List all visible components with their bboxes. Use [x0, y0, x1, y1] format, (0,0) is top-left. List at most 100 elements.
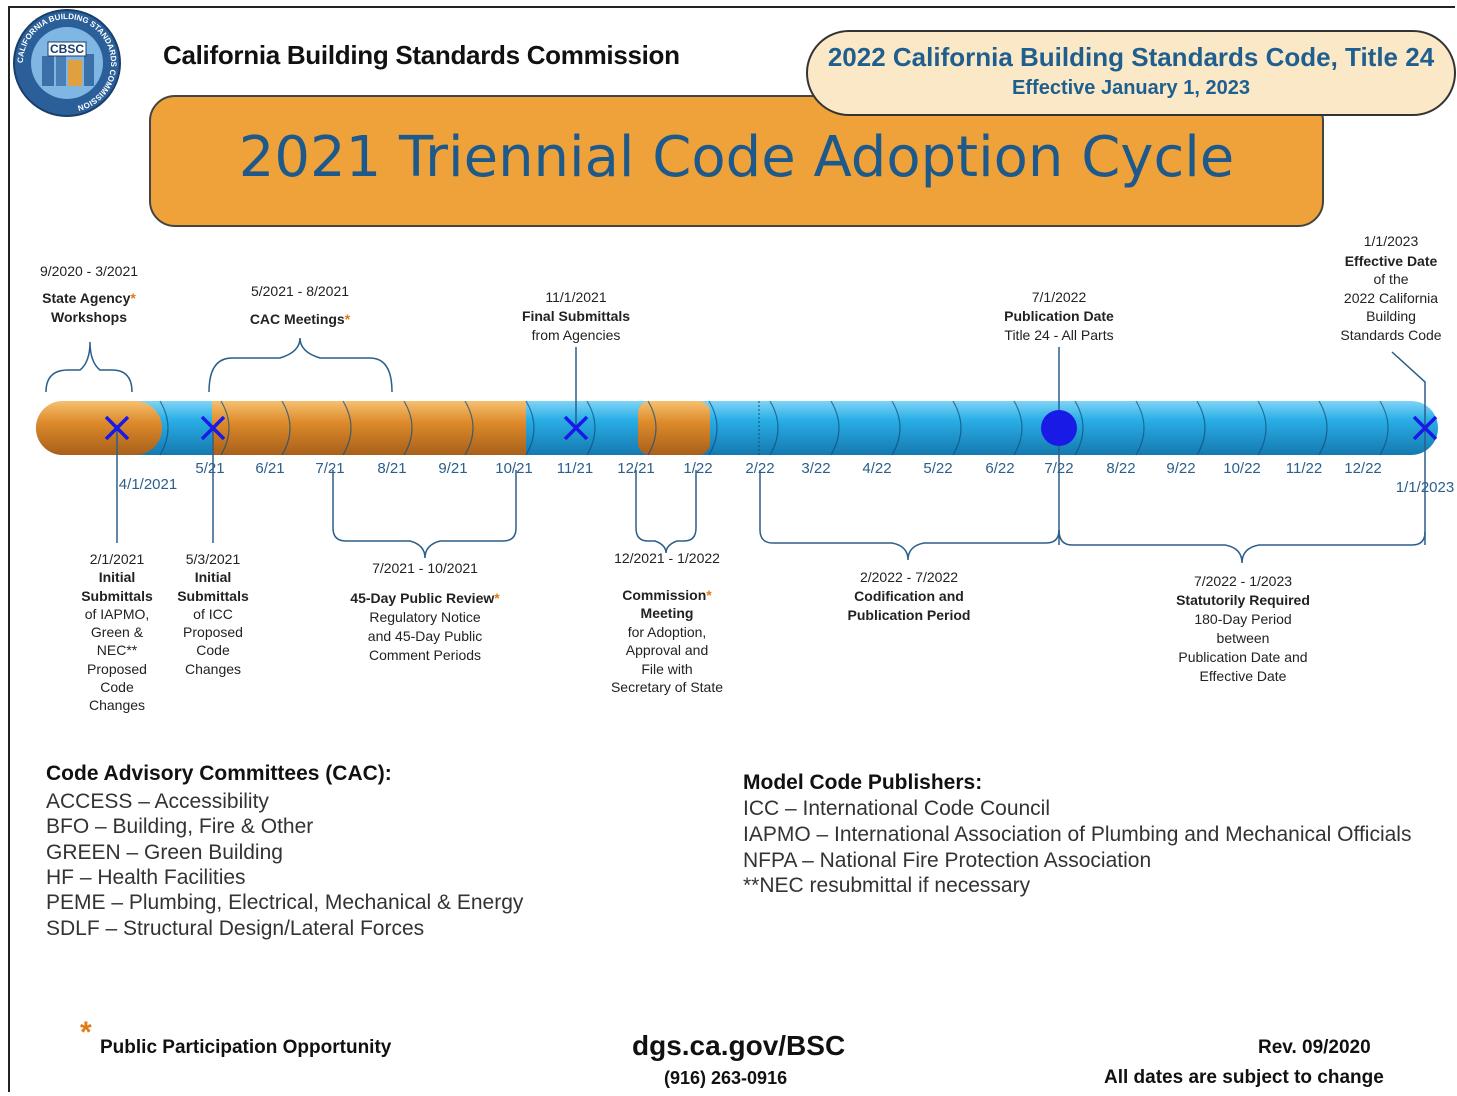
timeline-arc: [1379, 400, 1389, 456]
tick-label: 10/21: [495, 460, 533, 477]
participation-star-icon: *: [130, 290, 136, 306]
timeline-arc: [952, 400, 962, 456]
publishers-legend-item: NFPA – National Fire Protection Associat…: [743, 849, 1152, 872]
event-date: 7/2022 - 1/2023: [1193, 573, 1293, 589]
event-line: Comment Periods: [368, 647, 482, 663]
timeline-arc: [220, 400, 230, 456]
event-title: Publication Date: [1004, 308, 1114, 324]
bracket-codification: [759, 470, 1060, 561]
event-statutory-period: 7/2022 - 1/2023 Statutorily Required 180…: [1153, 572, 1333, 686]
event-date: 7/2021 - 10/2021: [372, 560, 478, 576]
website-url[interactable]: dgs.ca.gov/BSC: [632, 1030, 846, 1061]
event-line: Changes: [184, 660, 242, 677]
timeline-graphic: [36, 337, 1438, 564]
event-title: Submittals: [81, 587, 153, 604]
timeline-arc: [159, 400, 169, 456]
event-date: 5/2021 - 8/2021: [250, 283, 350, 299]
participation-star-icon: *: [494, 590, 500, 606]
code-banner: 2022 California Building Standards Code,…: [806, 30, 1456, 116]
timeline-arc: [891, 400, 901, 456]
cycle-title: 2021 Triennial Code Adoption Cycle: [238, 125, 1235, 190]
tick-label: 2/22: [745, 460, 775, 477]
event-sub: Title 24 - All Parts: [1004, 327, 1114, 343]
event-date: 5/3/2021: [185, 551, 241, 567]
timeline-arc: [525, 400, 535, 456]
timeline-arc: [1135, 400, 1145, 456]
tick-label: 4/22: [862, 460, 892, 477]
tick-label: 6/21: [255, 460, 285, 477]
cac-legend-heading: Code Advisory Committees (CAC):: [46, 762, 392, 785]
event-sub: from Agencies: [531, 327, 621, 343]
event-effective-date: 1/1/2023 Effective Date of the 2022 Cali…: [1328, 232, 1454, 344]
timeline-arc: [586, 400, 596, 456]
event-line: of the: [1373, 271, 1409, 287]
event-line: 180-Day Period: [1194, 611, 1292, 627]
tick-label: 8/21: [377, 460, 407, 477]
event-line: Effective Date: [1199, 668, 1287, 684]
tick-label: 9/21: [438, 460, 468, 477]
event-title: Meeting: [640, 605, 694, 621]
tick-label: 12/21: [617, 460, 655, 477]
timeline-arc: [1196, 400, 1206, 456]
cac-legend-item: SDLF – Structural Design/Lateral Forces: [46, 917, 425, 940]
event-title: Submittals: [177, 587, 249, 604]
tick-label: 9/22: [1166, 460, 1196, 477]
event-date: 11/1/2021: [545, 289, 607, 305]
publishers-legend-heading: Model Code Publishers:: [743, 771, 983, 794]
event-line: Code: [196, 642, 230, 659]
marker-x-icc: [200, 415, 226, 441]
timeline-arc: [769, 400, 779, 456]
brace-workshops: [45, 341, 133, 393]
event-title: Initial: [98, 569, 136, 586]
event-date: 2/1/2021: [89, 551, 145, 567]
event-line: Code: [100, 679, 134, 696]
event-line: Changes: [88, 697, 146, 714]
revision-label: Rev. 09/2020: [1258, 1037, 1371, 1058]
cac-legend-item: BFO – Building, Fire & Other: [46, 815, 314, 838]
event-commission-meeting: 12/2021 - 1/2022 Commission* Meeting for…: [592, 549, 742, 697]
tick-label: 6/22: [985, 460, 1015, 477]
cycle-banner: 2021 Triennial Code Adoption Cycle: [149, 95, 1324, 227]
timeline-arc: [830, 400, 840, 456]
start-date-label: 4/1/2021: [118, 476, 178, 493]
event-title: Publication Period: [847, 607, 971, 623]
timeline-segment-commission: [638, 401, 710, 455]
timeline-segment-workshops: [36, 401, 162, 455]
dates-disclaimer: All dates are subject to change: [1104, 1067, 1384, 1088]
event-line: Secretary of State: [610, 679, 724, 695]
event-title: Statutorily Required: [1176, 592, 1310, 608]
cac-legend-item: HF – Health Facilities: [46, 866, 246, 889]
event-icc-submittals: 5/3/2021 Initial Submittals of ICC Propo…: [163, 550, 263, 678]
tick-label: 8/22: [1106, 460, 1136, 477]
end-date-label: 1/1/2023: [1395, 479, 1455, 496]
page-frame: [8, 6, 1455, 1092]
timeline-arc: [647, 400, 657, 456]
timeline-segment-cac: [212, 401, 526, 455]
event-final-submittals: 11/1/2021 Final Submittals from Agencies: [505, 288, 647, 345]
event-title: 45-Day Public Review: [350, 590, 495, 606]
marker-x-effective: [1412, 415, 1438, 441]
code-effective-date: Effective January 1, 2023: [1012, 77, 1250, 99]
event-date: 9/2020 - 3/2021: [39, 263, 139, 279]
event-title: Initial: [194, 569, 232, 586]
event-line: Proposed: [183, 624, 243, 641]
event-line: File with: [641, 660, 693, 677]
event-line: NEC**: [96, 642, 138, 659]
event-title: Final Submittals: [521, 308, 631, 324]
participation-star-icon: *: [706, 586, 712, 603]
tick-label: 1/22: [683, 460, 713, 477]
event-title: Commission: [622, 586, 707, 603]
event-title: CAC Meetings: [249, 311, 345, 327]
event-date: 12/2021 - 1/2022: [614, 550, 720, 566]
cbsc-logo: CBSC CALIFORNIA BUILDING STANDARDS COMMI…: [13, 9, 121, 117]
event-title: State Agency: [42, 290, 131, 306]
event-line: for Adoption,: [627, 623, 707, 640]
participation-star-icon: *: [344, 311, 351, 327]
event-title: Effective Date: [1344, 252, 1438, 269]
event-public-review: 7/2021 - 10/2021 45-Day Public Review* R…: [330, 559, 520, 665]
logo-text: CBSC: [50, 42, 84, 56]
org-name: California Building Standards Commission: [163, 40, 680, 70]
event-line: of ICC: [193, 605, 233, 622]
tick-label: 7/21: [315, 460, 345, 477]
participation-star-icon: *: [80, 1016, 92, 1049]
